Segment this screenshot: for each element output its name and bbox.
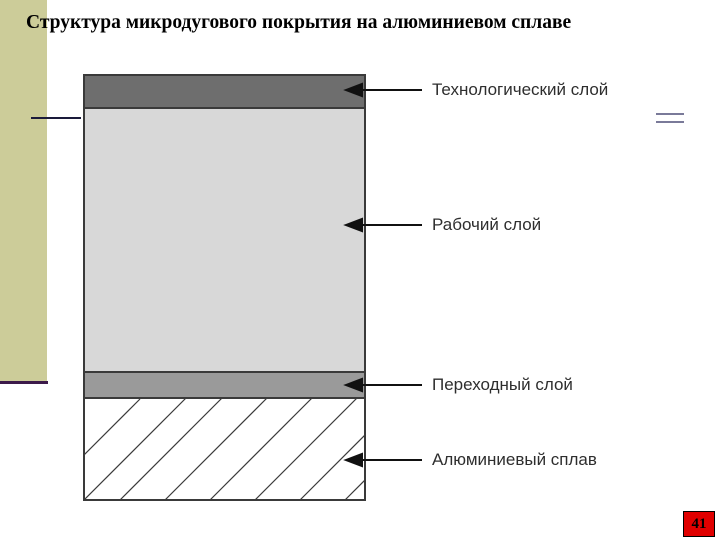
label-transition: Переходный слой [432,375,573,394]
label-aluminum-alloy: Алюминиевый сплав [432,450,597,469]
slide-title: Структура микродугового покрытия на алюм… [26,12,572,33]
decorative-rule-right [655,113,684,123]
page-number-badge: 41 [683,511,715,537]
layer-aluminum-alloy [83,397,366,501]
layer-working [83,107,366,373]
layer-transition [83,371,366,399]
decorative-rule-left [31,117,91,119]
label-technological: Технологический слой [432,80,608,99]
alloy-hatch-pattern [84,398,365,500]
side-accent-band [0,0,47,383]
arrow-working [343,217,422,233]
label-working: Рабочий слой [432,215,541,234]
side-accent-rule [0,381,48,384]
arrow-aluminum-alloy [343,452,422,468]
layer-technological [83,74,366,109]
arrow-transition [343,377,422,393]
arrow-technological [343,82,422,98]
